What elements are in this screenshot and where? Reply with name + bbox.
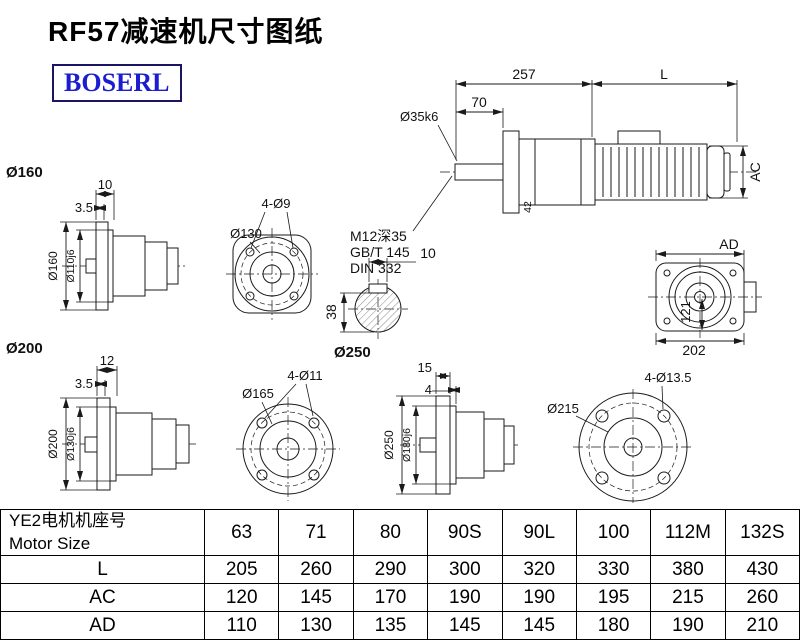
dim-pilot-130j6: Ø130j6 xyxy=(65,427,77,461)
dim-holes-4d11: 4-Ø11 xyxy=(287,368,322,383)
table-cell: 135 xyxy=(352,611,429,640)
main-assembly-view: 257 L 70 Ø35k6 AC 42 M12深35 GB/T 145 DIN… xyxy=(350,66,763,276)
table-cell: 210 xyxy=(724,611,800,640)
col-header: 63 xyxy=(203,509,280,556)
motor-size-header: YE2电机机座号 Motor Size xyxy=(0,509,205,556)
dim-flange-10: 10 xyxy=(98,177,112,192)
table-cell: 195 xyxy=(575,583,652,612)
dim-flange-12: 12 xyxy=(100,353,114,368)
table-cell: 215 xyxy=(650,583,726,612)
flange-view-215: Ø215 4-Ø13.5 xyxy=(547,370,693,503)
dim-202: 202 xyxy=(682,342,706,358)
table-cell: 260 xyxy=(724,583,800,612)
table-cell: 190 xyxy=(650,611,726,640)
dimension-table: YE2电机机座号 Motor Size 63 71 80 90S 90L 100… xyxy=(0,509,800,640)
table-cell: 190 xyxy=(427,583,503,612)
dim-pilot-110j6: Ø110j6 xyxy=(65,249,77,282)
dim-holes-4d9: 4-Ø9 xyxy=(262,196,291,211)
col-header: 112M xyxy=(650,509,726,556)
dim-L: L xyxy=(660,66,668,82)
dim-AD: AD xyxy=(719,236,738,252)
dim-42: 42 xyxy=(522,201,534,213)
table-cell: 380 xyxy=(650,555,726,584)
page-title: RF57减速机尺寸图纸 xyxy=(48,16,324,47)
dim-AC: AC xyxy=(747,162,763,181)
table-cell: 205 xyxy=(203,555,280,584)
table-row-AC: AC 120 145 170 190 190 195 215 260 xyxy=(0,583,800,612)
group-label-160: Ø160 xyxy=(6,164,43,181)
table-cell: 180 xyxy=(575,611,652,640)
table-cell: 170 xyxy=(352,583,429,612)
col-header: 71 xyxy=(278,509,354,556)
table-cell: 145 xyxy=(278,583,354,612)
reducer-side-view-160: Ø160 10 3.5 Ø160 Ø110j6 xyxy=(6,164,186,311)
boserl-logo: BOSERL xyxy=(52,64,182,102)
dim-dia-165: Ø165 xyxy=(242,386,274,401)
row-label: L xyxy=(0,555,205,584)
dim-flange-15: 15 xyxy=(418,360,432,375)
col-header: 132S xyxy=(724,509,800,556)
row-label: AC xyxy=(0,583,205,612)
table-cell: 290 xyxy=(352,555,429,584)
dim-keyway-height: 38 xyxy=(323,304,339,320)
dim-holes-4d13-5: 4-Ø13.5 xyxy=(645,370,692,385)
row-label: AD xyxy=(0,611,205,640)
technical-drawing: 257 L 70 Ø35k6 AC 42 M12深35 GB/T 145 DIN… xyxy=(6,66,763,503)
dim-dia-215: Ø215 xyxy=(547,401,579,416)
col-header: 100 xyxy=(575,509,652,556)
shaft-section-view: 10 38 xyxy=(323,245,436,339)
table-cell: 320 xyxy=(501,555,577,584)
dim-121: 121 xyxy=(678,301,693,323)
table-cell: 330 xyxy=(575,555,652,584)
dim-spigot-3-5b: 3.5 xyxy=(75,376,93,391)
table-header-row: YE2电机机座号 Motor Size 63 71 80 90S 90L 100… xyxy=(0,509,800,556)
table-cell: 260 xyxy=(278,555,354,584)
dim-spigot-3-5: 3.5 xyxy=(75,200,93,215)
dim-70: 70 xyxy=(471,94,487,110)
col-header: 90S xyxy=(427,509,503,556)
dim-outer-250: Ø250 xyxy=(382,430,396,460)
table-cell: 300 xyxy=(427,555,503,584)
dim-dia-130: Ø130 xyxy=(230,226,262,241)
flange-view-165: Ø250 Ø165 4-Ø11 xyxy=(236,344,371,501)
flange-view-130: 4-Ø9 Ø130 xyxy=(226,196,318,320)
note-thread: M12深35 xyxy=(350,228,407,244)
group-label-250: Ø250 xyxy=(334,344,371,361)
table-cell: 110 xyxy=(203,611,280,640)
col-header: 80 xyxy=(352,509,429,556)
motor-rear-view: AD 121 202 xyxy=(648,236,762,358)
group-label-200: Ø200 xyxy=(6,340,43,357)
motor-size-header-cn: YE2电机机座号 xyxy=(9,511,127,531)
dim-spigot-4: 4 xyxy=(425,382,432,397)
table-cell: 430 xyxy=(724,555,800,584)
dim-keyway-width: 10 xyxy=(420,245,436,261)
dim-257: 257 xyxy=(512,66,536,82)
dim-shaft-dia: Ø35k6 xyxy=(400,109,438,124)
dim-pilot-180j6: Ø180j6 xyxy=(401,428,413,462)
note-gb-standard: GB/T 145 xyxy=(350,244,410,260)
table-row-AD: AD 110 130 135 145 145 180 190 210 xyxy=(0,611,800,640)
table-cell: 145 xyxy=(501,611,577,640)
motor-size-header-en: Motor Size xyxy=(9,533,91,553)
col-header: 90L xyxy=(501,509,577,556)
table-cell: 130 xyxy=(278,611,354,640)
reducer-side-view-200: Ø200 12 3.5 Ø200 Ø130j6 xyxy=(6,340,196,491)
note-din-standard: DIN 332 xyxy=(350,260,402,276)
reducer-side-view-250: 15 4 Ø250 Ø180j6 xyxy=(382,360,520,495)
table-row-L: L 205 260 290 300 320 330 380 430 xyxy=(0,555,800,584)
table-cell: 145 xyxy=(427,611,503,640)
dim-outer-160: Ø160 xyxy=(46,251,60,281)
table-cell: 190 xyxy=(501,583,577,612)
table-cell: 120 xyxy=(203,583,280,612)
dim-outer-200: Ø200 xyxy=(46,429,60,459)
